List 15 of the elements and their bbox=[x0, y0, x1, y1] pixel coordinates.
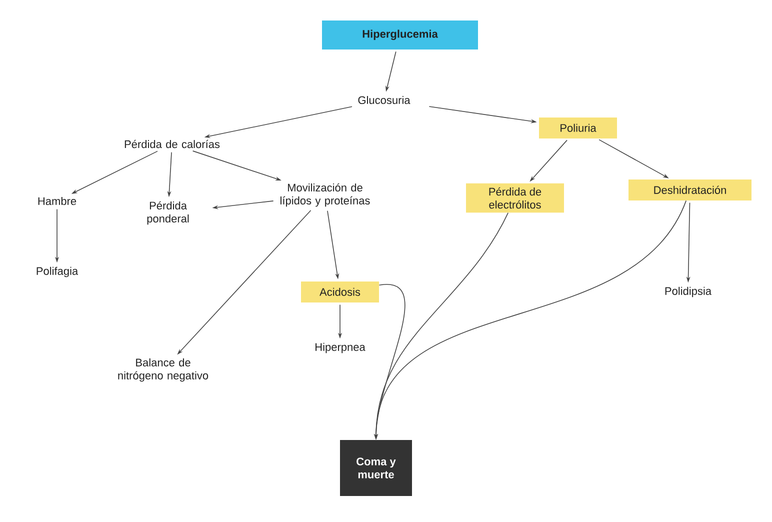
node-text: Pérdida ponderal bbox=[147, 201, 189, 225]
outcome-box: Coma y muerte bbox=[340, 440, 412, 496]
node-text: Polifagia bbox=[36, 266, 78, 278]
node-text: Glucosuria bbox=[358, 96, 410, 104]
node-text: Pérdida de calorías bbox=[124, 140, 220, 148]
node-text: Hambre bbox=[38, 196, 76, 206]
process-box: Hiperglucemia bbox=[322, 20, 478, 50]
node-text: Hiperpnea bbox=[316, 342, 366, 354]
highlight-box: Pérdida de electrólitos bbox=[466, 183, 564, 213]
node-text: Movilización de lípidos y proteínas bbox=[280, 183, 370, 207]
highlight-box: Poliuria bbox=[539, 118, 617, 138]
highlight-box: Acidosis bbox=[301, 282, 379, 302]
highlight-box: Deshidratación bbox=[628, 180, 752, 200]
node-text: Polidipsia bbox=[665, 286, 712, 298]
node-text: Balance de nitrógeno negativo bbox=[118, 358, 208, 382]
